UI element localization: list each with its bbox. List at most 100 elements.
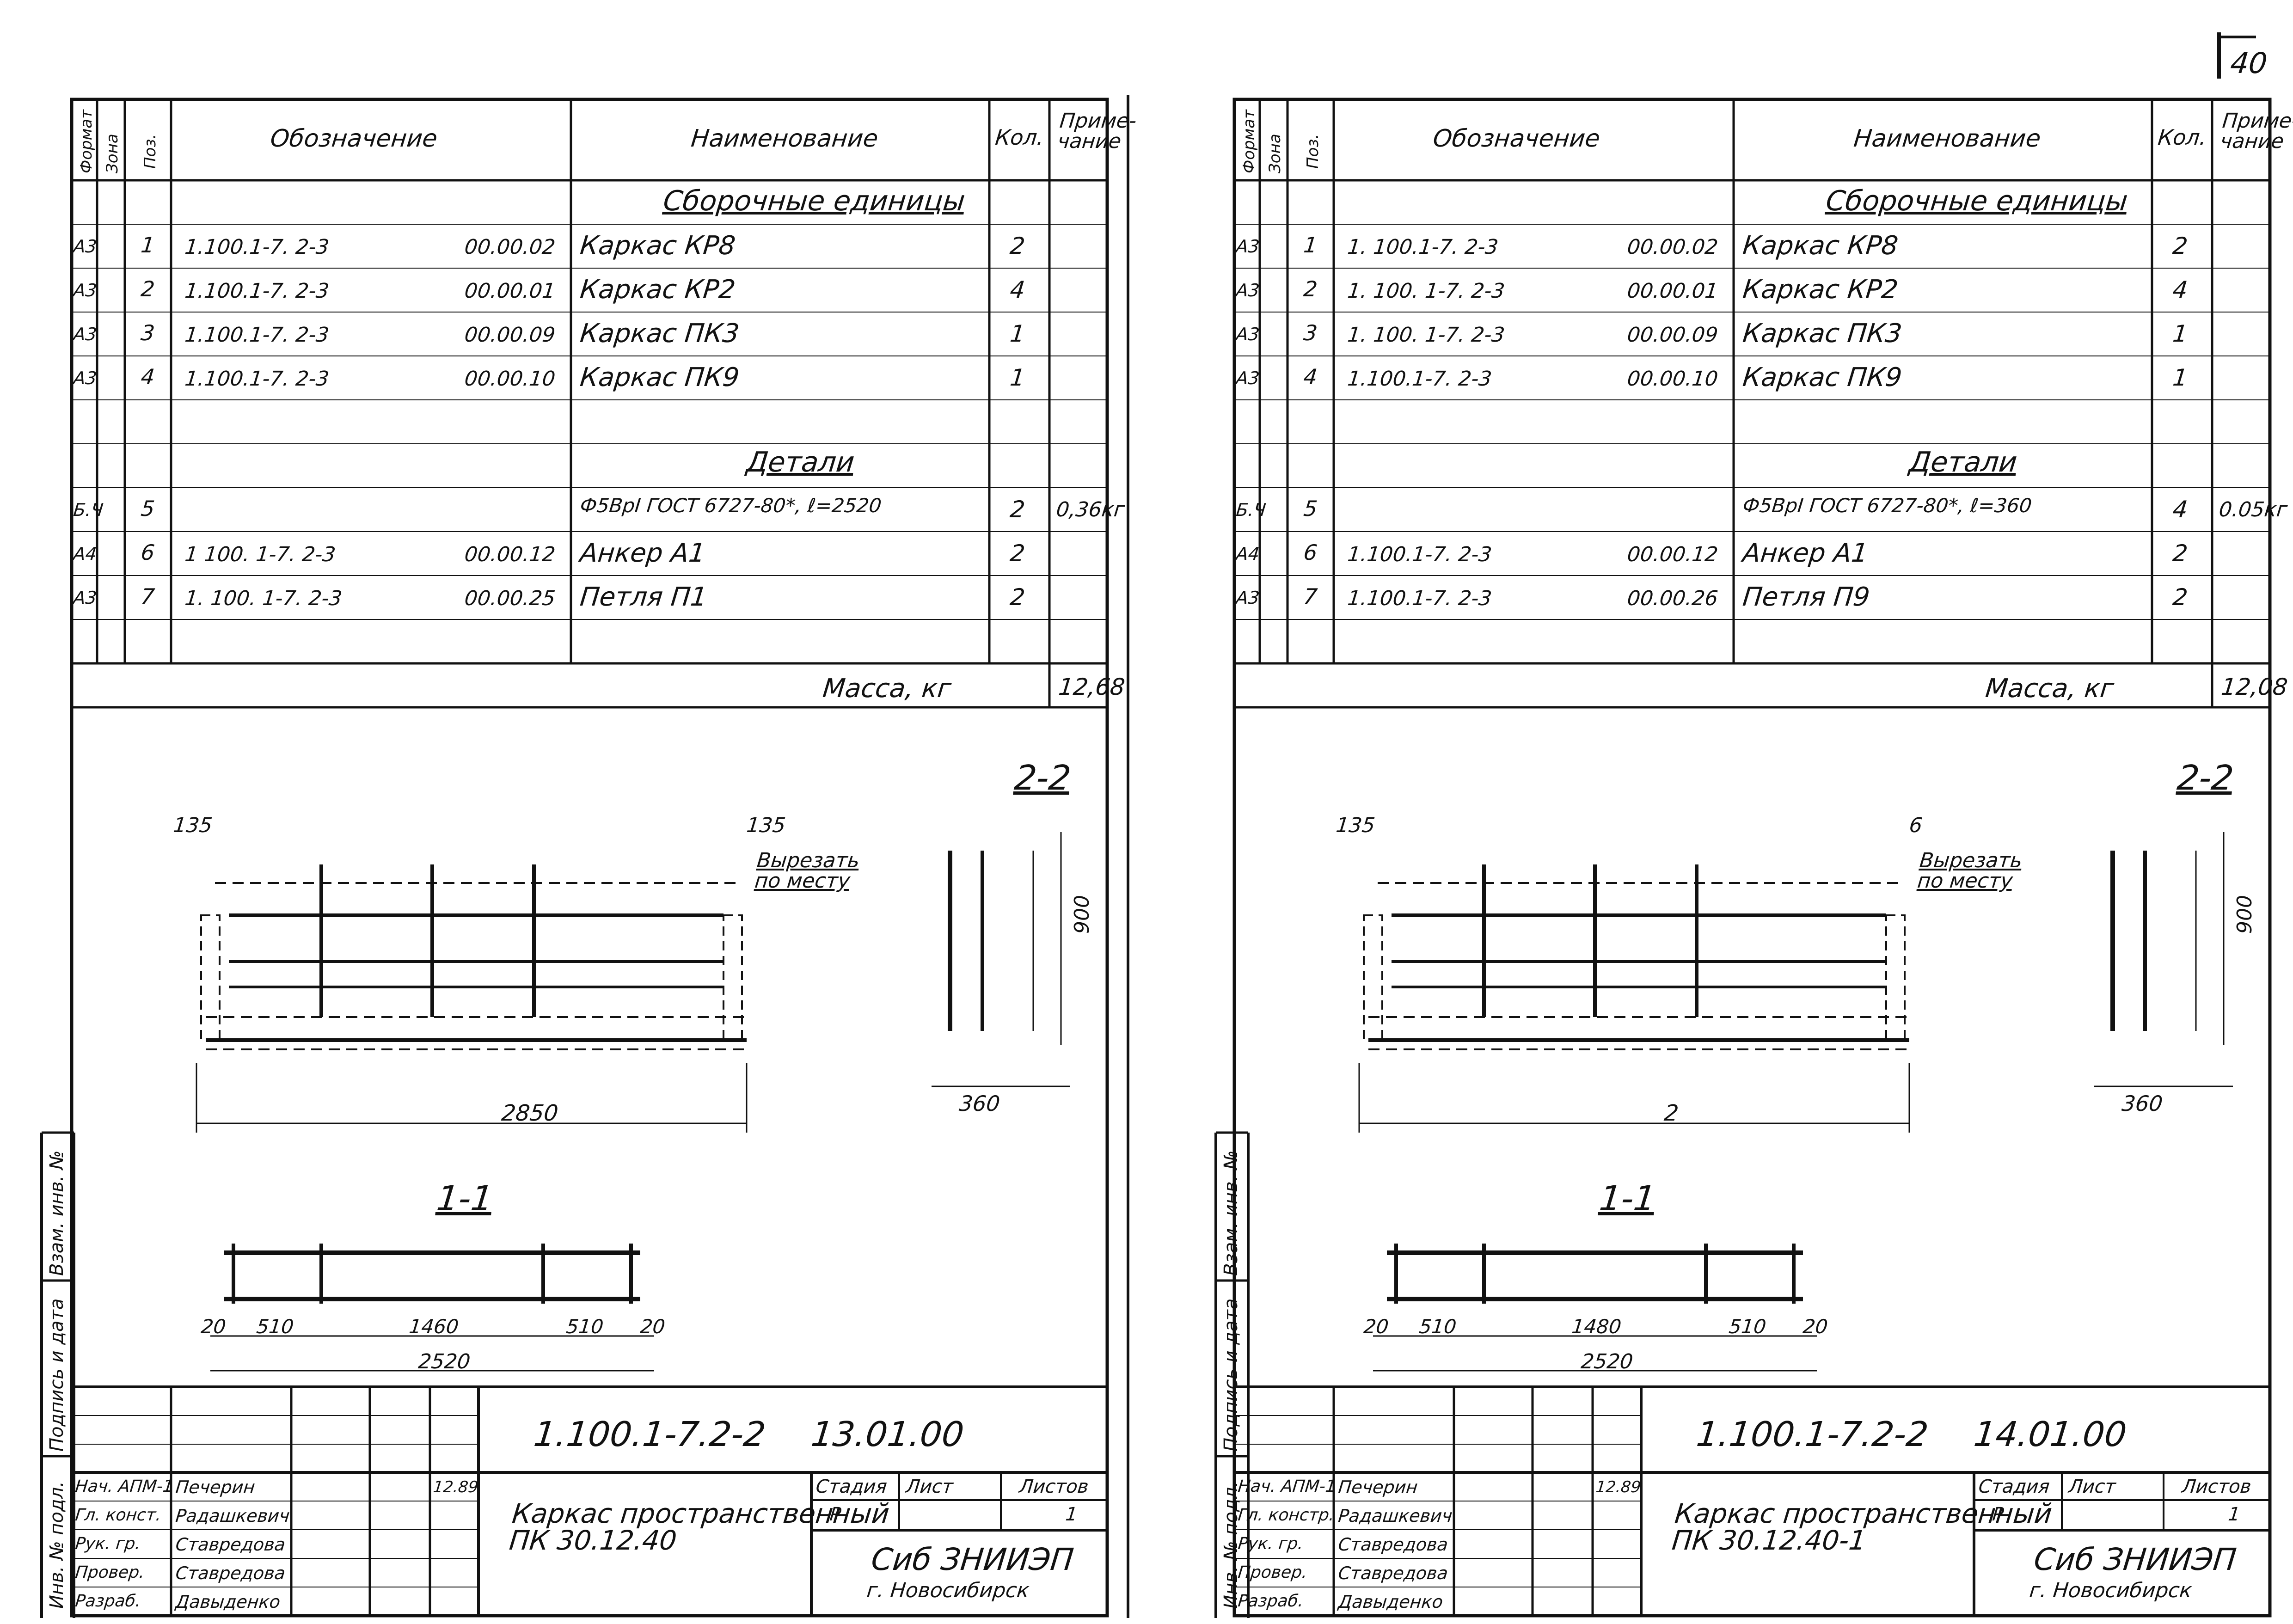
row-format: Б.Ч [72, 500, 104, 520]
header-format: Формат [77, 110, 96, 173]
signer-role: Провер. [1237, 1563, 1308, 1582]
header-zone: Зона [1266, 134, 1284, 173]
row-name: Петля П1 [578, 582, 709, 612]
plan-frame-end [200, 914, 221, 1041]
row-qty: 2 [2171, 540, 2189, 567]
header-pos: Поз. [141, 134, 159, 169]
row-note: 0.05кг [2218, 498, 2289, 521]
header-note: Приме- чание [2219, 109, 2293, 153]
row-format: А4 [72, 544, 98, 564]
dim-11-a: 20 [1362, 1315, 1390, 1338]
signer-role: Разраб. [74, 1592, 142, 1611]
signer-name: Ставредова [1337, 1563, 1449, 1583]
signer-name: Ставредова [174, 1563, 287, 1583]
row-qty: 4 [2171, 496, 2189, 523]
row-name: Каркас ПК3 [578, 319, 741, 349]
dim-11-d: 510 [1728, 1315, 1767, 1338]
stage-value: Р [828, 1504, 842, 1525]
doc-code: 1.100.1-7.2-2 [532, 1415, 768, 1454]
row-format: А3 [1235, 236, 1261, 257]
row-pos: 7 [140, 584, 156, 609]
side-stamp-label: Инв. № подл. [46, 1481, 67, 1609]
row-name: Ф5ВрI ГОСТ 6727-80*, ℓ=2520 [579, 494, 883, 517]
row-pos: 5 [1302, 496, 1319, 521]
header-name: Наименование [1852, 125, 2042, 153]
side-stamp-label: Взам. инв. № [1220, 1150, 1242, 1276]
section-11-title: 1-1 [1597, 1179, 1658, 1219]
dim-135-left: 135 [172, 814, 214, 837]
row-format: А3 [72, 324, 98, 344]
dim-11-b: 510 [1418, 1315, 1458, 1338]
signer-name: Печерин [1337, 1477, 1419, 1497]
section-22-title: 2-2 [2175, 758, 2236, 798]
section-details: Детали [745, 446, 856, 478]
dim-11-e: 20 [639, 1315, 667, 1338]
signer-role: Гл. конст. [74, 1506, 162, 1525]
sheet-frame [70, 98, 1109, 1618]
section-11-title: 1-1 [435, 1179, 495, 1219]
row-name: Петля П9 [1741, 582, 1871, 612]
row-code: 00.00.10 [1626, 367, 1719, 391]
row-name: Каркас КР2 [578, 275, 737, 305]
row-name: Анкер А1 [1741, 538, 1870, 568]
row-designation: 1.100.1-7. 2-3 [1346, 587, 1493, 610]
row-qty: 2 [2171, 233, 2189, 259]
mass-label: Масса, кг [1984, 674, 2115, 704]
row-note: 0,36кг [1055, 498, 1126, 521]
side-stamp-label: Инв. № подл. [1220, 1481, 1242, 1609]
row-code: 00.00.10 [463, 367, 557, 391]
doc-code: 1.100.1-7.2-2 [1694, 1415, 1931, 1454]
dim-900: 900 [2233, 895, 2256, 934]
row-designation: 1 100. 1-7. 2-3 [184, 543, 337, 566]
side-stamp-label: Взам. инв. № [46, 1150, 67, 1276]
row-qty: 1 [2171, 320, 2189, 347]
row-designation: 1. 100. 1-7. 2-3 [184, 587, 343, 610]
org-city: г. Новосибирск [2028, 1579, 2193, 1602]
row-name: Каркас ПК9 [578, 362, 741, 392]
sheets-label: Листов [2181, 1476, 2252, 1497]
row-format: А3 [1235, 324, 1261, 344]
row-code: 00.00.12 [1626, 543, 1719, 566]
dim-11-b: 510 [255, 1315, 295, 1338]
dim-360: 360 [2121, 1091, 2164, 1116]
row-designation: 1.100.1-7. 2-3 [184, 367, 331, 391]
plan-frame-end [723, 914, 743, 1041]
row-designation: 1. 100. 1-7. 2-3 [1346, 323, 1506, 347]
dim-11-d: 510 [565, 1315, 605, 1338]
signer-name: Радашкевич [174, 1506, 291, 1526]
signer-name: Ставредова [1337, 1534, 1449, 1555]
header-name: Наименование [689, 125, 880, 153]
signer-role: Рук. гр. [74, 1534, 142, 1553]
row-code: 00.00.26 [1626, 587, 1719, 610]
row-pos: 5 [140, 496, 156, 521]
header-pos: Поз. [1304, 134, 1322, 169]
row-qty: 2 [1008, 584, 1026, 611]
mass-value: 12,08 [2219, 674, 2289, 700]
row-name: Каркас КР8 [578, 231, 737, 261]
cut-note: Вырезать по месту [1916, 849, 2023, 893]
row-pos: 4 [140, 364, 156, 389]
header-note: Приме- чание [1056, 109, 1138, 153]
sign-date: 12.89 [1594, 1478, 1642, 1496]
header-designation: Обозначение [269, 125, 439, 153]
dim-135-left: 135 [1335, 814, 1376, 837]
row-qty: 2 [1008, 496, 1026, 523]
org-name: Сиб ЗНИИЭП [869, 1542, 1076, 1577]
row-designation: 1.100.1-7. 2-3 [184, 323, 331, 347]
row-qty: 1 [1008, 320, 1026, 347]
dim-11-a: 20 [200, 1315, 227, 1338]
mass-value: 12,68 [1057, 674, 1127, 700]
row-qty: 2 [2171, 584, 2189, 611]
plan-frame-end [1363, 914, 1383, 1041]
signer-name: Давыденко [174, 1592, 282, 1612]
row-name: Каркас КР2 [1741, 275, 1900, 305]
row-pos: 2 [1302, 276, 1319, 301]
sheets-label: Листов [1018, 1476, 1090, 1497]
dim-11-c: 1480 [1570, 1315, 1623, 1338]
row-name: Ф5ВрI ГОСТ 6727-80*, ℓ=360 [1741, 494, 2033, 517]
signer-role: Нач. АПМ-1 [1237, 1477, 1337, 1496]
dim-length: 2850 [500, 1100, 560, 1126]
row-pos: 6 [140, 540, 156, 565]
header-format: Формат [1240, 110, 1258, 173]
